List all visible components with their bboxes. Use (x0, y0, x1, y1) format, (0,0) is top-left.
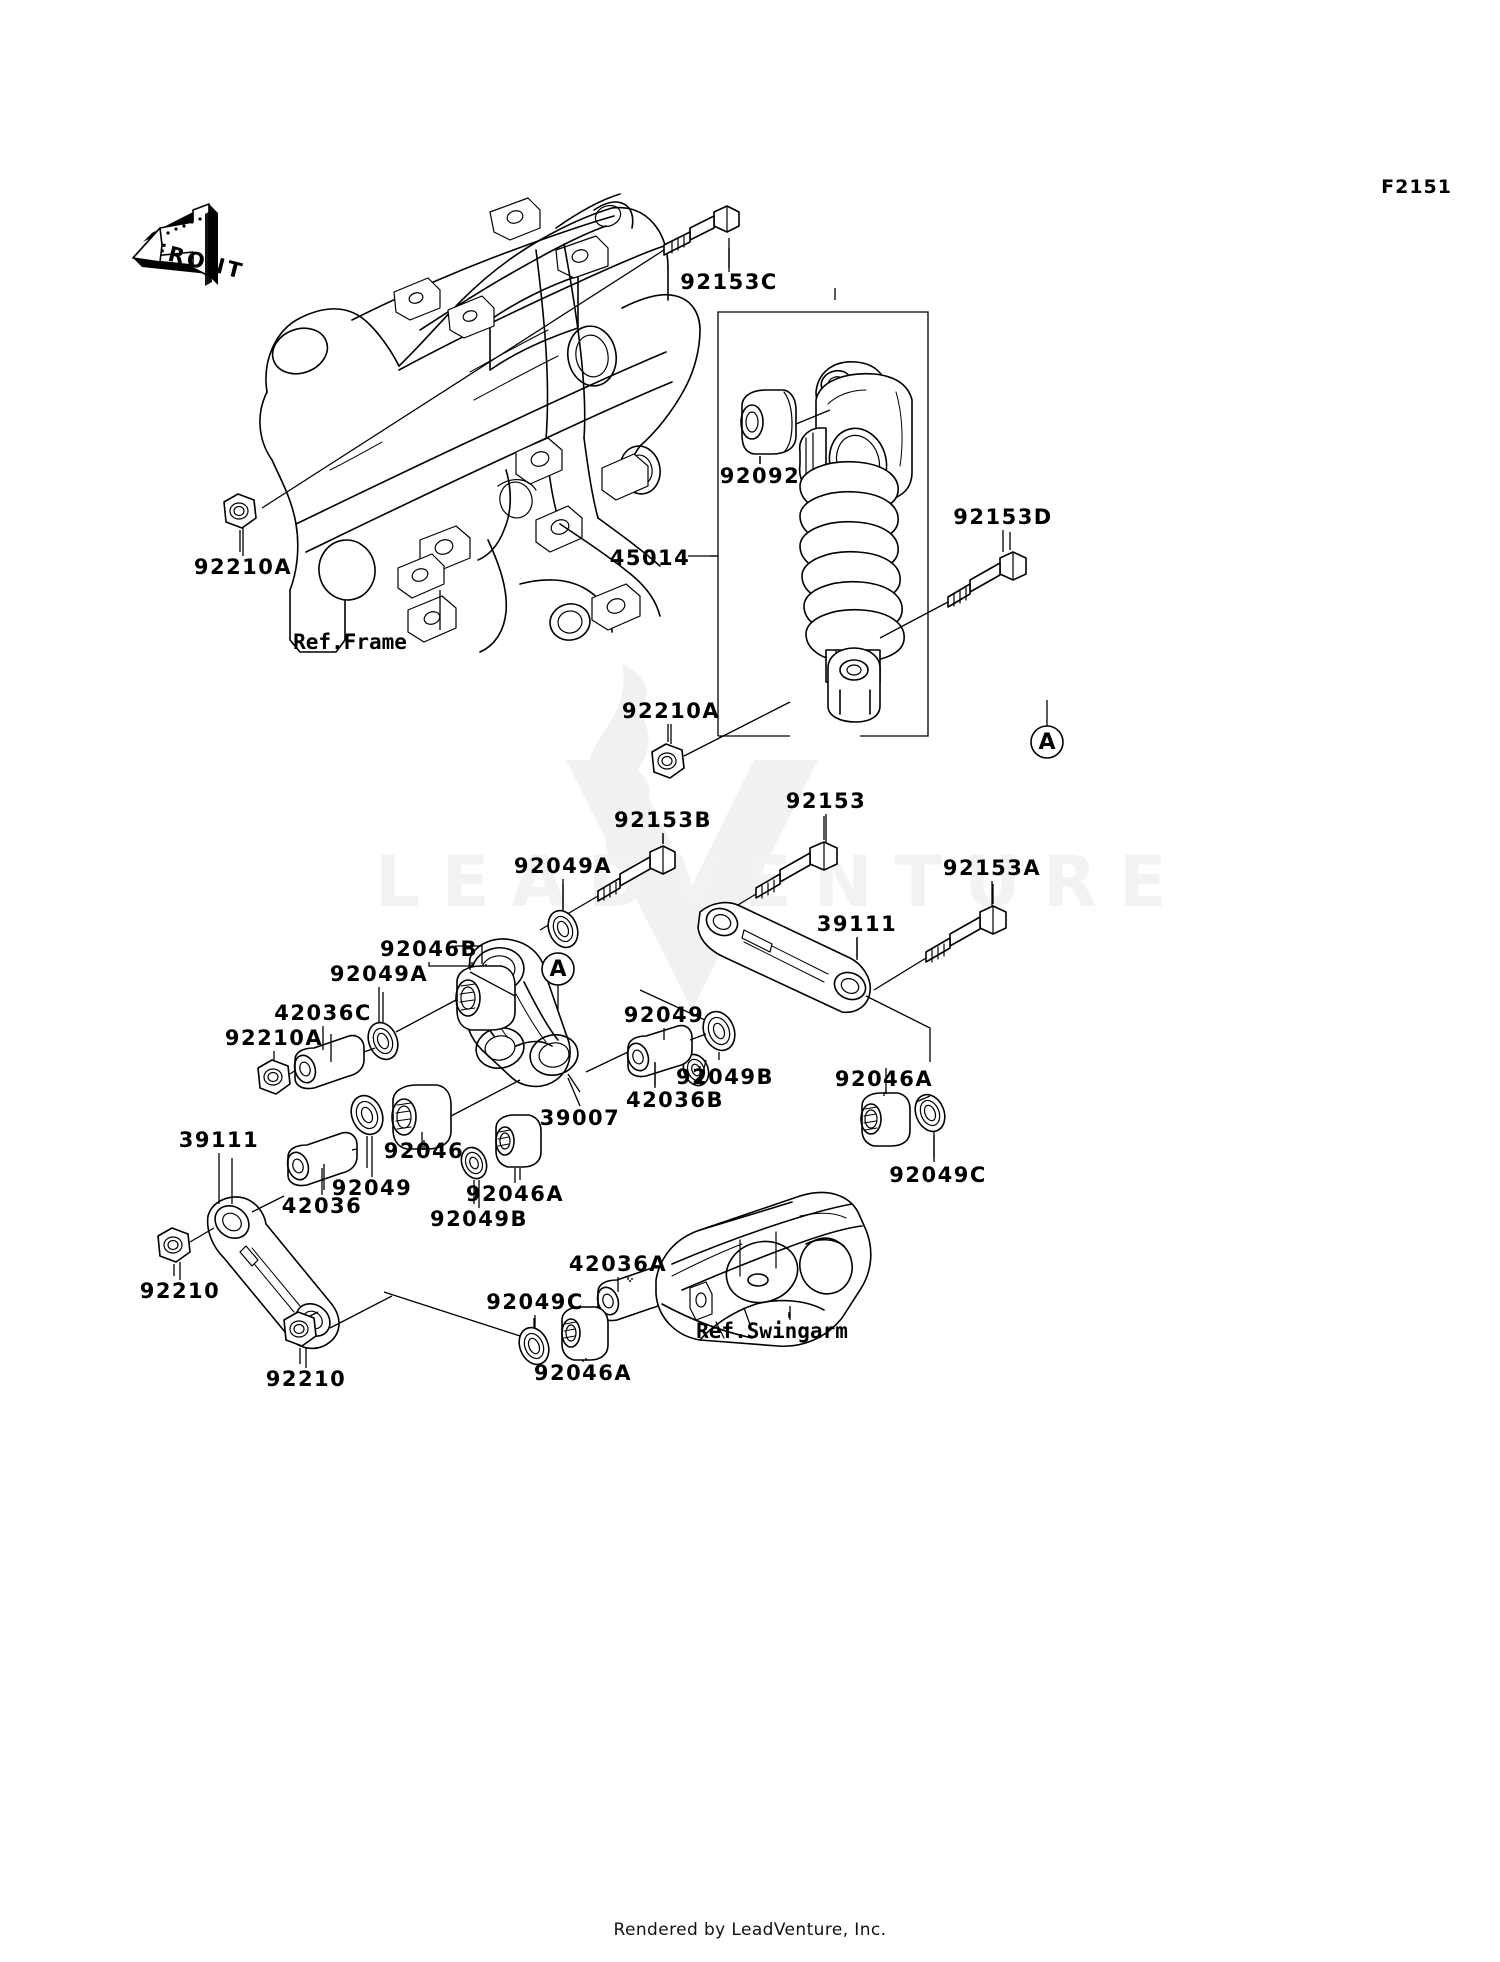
callout-92046a-mid: 92046A (465, 1182, 565, 1206)
callout-92153: 92153 (785, 789, 867, 813)
oil-seal-92049a-lower (367, 992, 457, 1061)
needle-bearing-92046a-right (860, 1090, 911, 1147)
callout-39111-left: 39111 (178, 1128, 260, 1152)
callout-92049c-mid: 92049C (486, 1290, 584, 1314)
sheet-code: F2151 (1381, 176, 1452, 198)
nut-92210-left (157, 1227, 215, 1276)
callout-42036: 42036 (281, 1194, 363, 1218)
callout-92046a-right: 92046A (834, 1067, 934, 1091)
section-marker-a-upper-art (1030, 700, 1064, 759)
callout-39007: 39007 (539, 1106, 621, 1130)
bolt-92153a (873, 884, 1007, 991)
callout-45014: 45014 (609, 546, 691, 570)
oil-seal-92049c-right (885, 1068, 946, 1158)
needle-bearing-92046 (391, 1079, 521, 1150)
swingarm-assembly (655, 1191, 872, 1348)
frame-assembly (259, 193, 701, 653)
callout-92049b-right: 92049B (675, 1065, 775, 1089)
oil-seal-92049c-mid (383, 1291, 550, 1366)
callout-92210-left: 92210 (139, 1279, 221, 1303)
render-credit-footer: Rendered by LeadVenture, Inc. (613, 1920, 887, 1940)
callout-92153c: 92153C (680, 270, 778, 294)
oil-seal-92049b-mid (460, 1146, 488, 1204)
callout-92210a-shock: 92210A (621, 699, 721, 723)
ref-swingarm-label: Ref.Swingarm (696, 1319, 848, 1343)
callout-92210a-left: 92210A (224, 1026, 324, 1050)
nut-92210a-left (257, 1059, 297, 1095)
nut-92210a-shock (651, 701, 791, 779)
callout-92210a-frame: 92210A (193, 555, 293, 579)
sleeve-42036 (286, 1131, 358, 1190)
callout-92049-left: 92049 (331, 1176, 413, 1200)
callout-leaders (179, 248, 1004, 1368)
callout-92049a-lower: 92049A (329, 962, 429, 986)
tie-rod-39111-right (697, 901, 931, 1062)
callout-92046b: 92046B (379, 937, 479, 961)
nut-92210-bottom (283, 1311, 319, 1364)
nut-92210a-frame (223, 493, 257, 552)
callout-92210-bottom: 92210 (265, 1367, 347, 1391)
callout-92153b: 92153B (613, 808, 713, 832)
oil-seal-92049-left (350, 1094, 384, 1168)
needle-bearing-92046a-bottom (561, 1306, 609, 1361)
bolt-92153c (261, 205, 740, 509)
callout-92049b-mid: 92049B (429, 1207, 529, 1231)
callout-39111-right: 39111 (816, 912, 898, 936)
sleeve-42036c (293, 1034, 376, 1090)
needle-bearing-92046a-mid (495, 1114, 542, 1180)
callout-92046a-bottom: 92046A (533, 1361, 633, 1385)
bolt-92153d (879, 532, 1027, 639)
callout-92046: 92046 (383, 1139, 465, 1163)
shock-absorber-assembly (688, 288, 929, 737)
callout-92153d: 92153D (953, 505, 1053, 529)
oil-seal-92049a-upper (547, 884, 579, 949)
oil-seal-92049-center (639, 989, 736, 1060)
callout-92092: 92092 (719, 464, 801, 488)
callout-42036a: 42036A (568, 1252, 668, 1276)
section-marker-a-middle-label: A (549, 957, 567, 982)
front-direction-arrow: FRONT (132, 203, 247, 286)
section-marker-a-middle-art (541, 952, 575, 1010)
callout-92049c-right: 92049C (889, 1163, 987, 1187)
bolt-92153 (699, 816, 838, 929)
coil-spring (799, 460, 905, 664)
callout-92049: 92049 (623, 1003, 705, 1027)
ref-frame-label: Ref.Frame (293, 630, 407, 654)
callout-42036b: 42036B (625, 1088, 725, 1112)
needle-bearing-92046b (455, 945, 516, 1031)
section-marker-a-upper-label: A (1038, 730, 1056, 755)
callout-92153a: 92153A (942, 856, 1042, 880)
tie-rod-39111-left (206, 1158, 393, 1350)
bolt-92153b (539, 834, 676, 931)
shock-bushing-92092 (740, 389, 797, 455)
callout-92049a-upper: 92049A (513, 854, 613, 878)
callout-42036c: 42036C (274, 1001, 372, 1025)
